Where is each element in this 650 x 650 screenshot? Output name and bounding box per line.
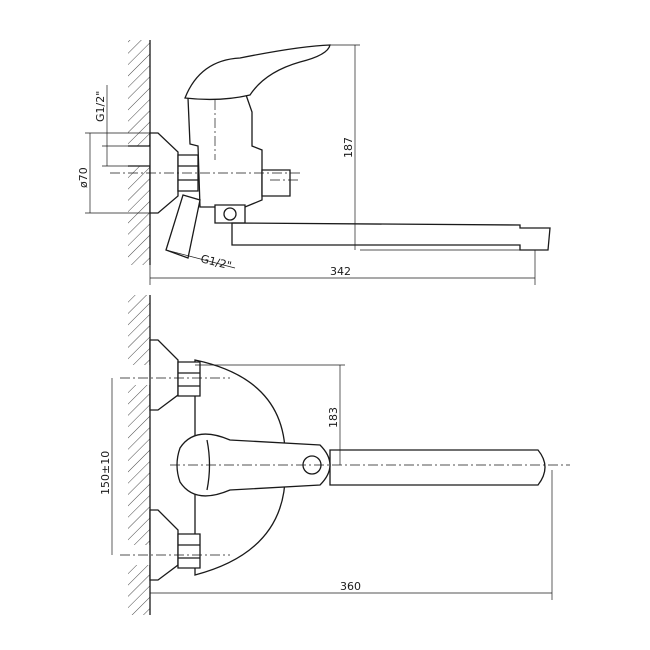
eccentric-inlet	[165, 194, 201, 259]
spout-offset-label: 183	[327, 407, 340, 428]
wall-section	[128, 295, 151, 615]
total-length-label: 360	[340, 580, 361, 593]
spout	[231, 222, 551, 251]
height-label: 187	[342, 137, 355, 158]
lever-handle	[176, 433, 331, 497]
spout	[329, 449, 546, 486]
top-view: 150±10 183 360	[99, 295, 570, 615]
dimension-lines	[111, 364, 553, 600]
centerlines	[120, 377, 570, 556]
wall-flange-lower	[149, 509, 179, 581]
center-distance-label: 150±10	[99, 451, 112, 495]
dimension-lines	[85, 44, 536, 285]
thread-bottom-label: G1/2"	[199, 252, 233, 272]
thread-top-label: G1/2"	[94, 91, 107, 122]
inlet-nut-upper	[177, 361, 201, 397]
flange-diameter-label: ø70	[77, 167, 90, 188]
mixer-body	[165, 44, 331, 259]
wall-flange-upper	[149, 339, 179, 411]
inlet-nut-lower	[177, 533, 201, 569]
side-view: G1/2" ø70 187 G1/2" 342	[77, 40, 551, 285]
spout-length-label: 342	[330, 265, 351, 278]
outlet-nut	[261, 169, 291, 197]
centerlines	[110, 100, 300, 181]
lever-handle	[184, 44, 331, 101]
